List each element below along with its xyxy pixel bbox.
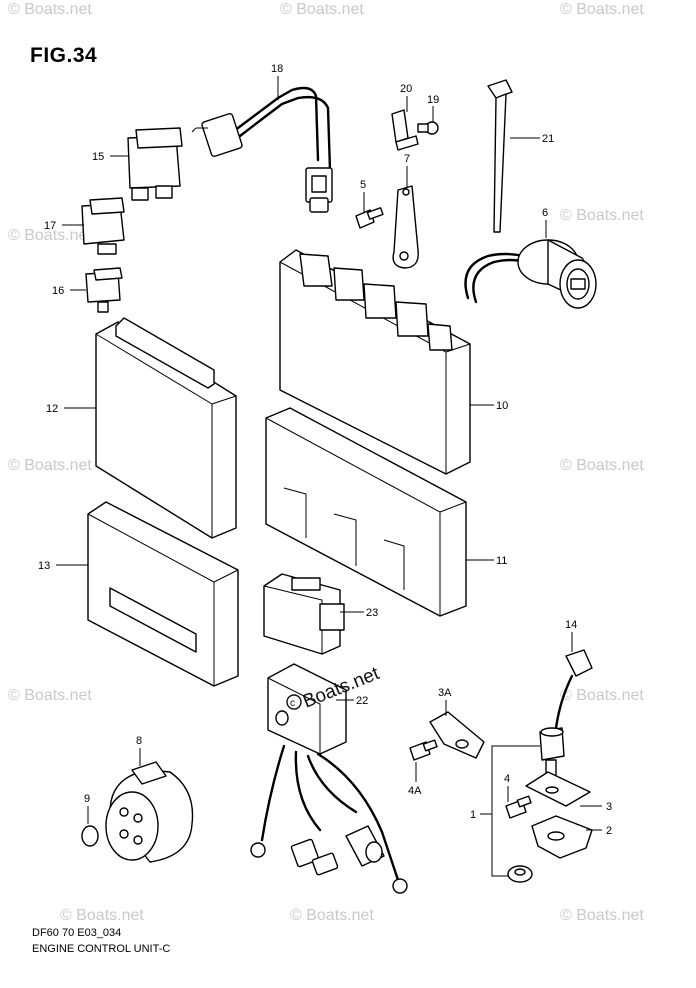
part-2-plate — [531, 815, 593, 859]
callout-10: 10 — [496, 400, 508, 412]
callout-21: 21 — [542, 133, 554, 145]
watermark-text: © Boats.net — [560, 907, 644, 924]
callout-22: 22 — [356, 695, 368, 707]
watermark-text: © Boats.net — [280, 1, 364, 18]
watermark-text: © Boats.net — [8, 457, 92, 474]
callout-3a: 3A — [438, 687, 452, 699]
part-10-ecm — [279, 249, 471, 475]
watermark-text: © Boats.net — [560, 457, 644, 474]
nut — [507, 865, 533, 883]
part-18-switch-harness — [191, 86, 333, 213]
part-6-buzzer — [464, 239, 597, 309]
part-19-bolt — [417, 121, 439, 135]
callout-8: 8 — [136, 735, 142, 747]
callout-labels: 18 20 19 15 7 21 5 17 6 16 12 10 11 13 2… — [38, 63, 612, 837]
callout-17: 17 — [44, 220, 56, 232]
callout-1: 1 — [470, 809, 476, 821]
leader-lines — [56, 76, 602, 877]
callout-2: 2 — [606, 825, 612, 837]
part-20-bracket — [391, 109, 419, 151]
callout-20: 20 — [400, 83, 412, 95]
part-16-relay-small — [85, 267, 123, 313]
callout-23: 23 — [366, 607, 378, 619]
part-22-harness-module — [250, 663, 408, 894]
figure-title: FIG.34 — [30, 44, 98, 67]
part-21-cable-tie — [487, 79, 513, 233]
callout-19: 19 — [427, 94, 439, 106]
callout-5: 5 — [360, 179, 366, 191]
part-1-sensor — [539, 727, 565, 777]
part-4a-bolt — [409, 739, 438, 761]
callout-18: 18 — [271, 63, 283, 75]
callout-13: 13 — [38, 560, 50, 572]
callout-6: 6 — [542, 207, 548, 219]
watermark-text: © Boats.net — [560, 207, 644, 224]
part-9-plug — [81, 825, 99, 847]
figure-code: DF60 70 E03_034 — [32, 927, 122, 939]
part-4-bolt — [505, 795, 532, 819]
callout-14: 14 — [565, 619, 577, 631]
watermark-text: © Boats.net — [8, 687, 92, 704]
part-17-relay — [81, 197, 125, 255]
watermark-text: © Boats.net — [8, 1, 92, 18]
part-3a-bracket — [429, 711, 485, 759]
part-23-cover — [263, 573, 345, 655]
part-11-holder — [265, 407, 467, 617]
watermark-text: © Boats.net — [60, 907, 144, 924]
svg-text:c: c — [290, 698, 295, 709]
callout-4a: 4A — [408, 785, 422, 797]
callout-7: 7 — [404, 153, 410, 165]
part-15-relay — [127, 127, 183, 201]
part-3-plate — [525, 771, 591, 807]
callout-4: 4 — [504, 773, 510, 785]
watermark-text: © Boats.net — [290, 907, 374, 924]
callout-12: 12 — [46, 403, 58, 415]
callout-15: 15 — [92, 151, 104, 163]
callout-3: 3 — [606, 801, 612, 813]
figure-name: ENGINE CONTROL UNIT-C — [32, 943, 171, 955]
part-7-ground-strap — [392, 185, 419, 269]
part-5-bolt — [355, 207, 384, 229]
watermark-text: © Boats.net — [560, 687, 644, 704]
watermark-text: © Boats.net — [8, 227, 92, 244]
callout-16: 16 — [52, 285, 64, 297]
watermark-text: © Boats.net — [560, 1, 644, 18]
part-13-holder — [87, 501, 239, 687]
callout-9: 9 — [84, 793, 90, 805]
part-8-connector — [105, 761, 194, 863]
callout-11: 11 — [496, 555, 507, 567]
part-14-clip — [554, 649, 593, 730]
part-12-ecu — [95, 317, 237, 539]
